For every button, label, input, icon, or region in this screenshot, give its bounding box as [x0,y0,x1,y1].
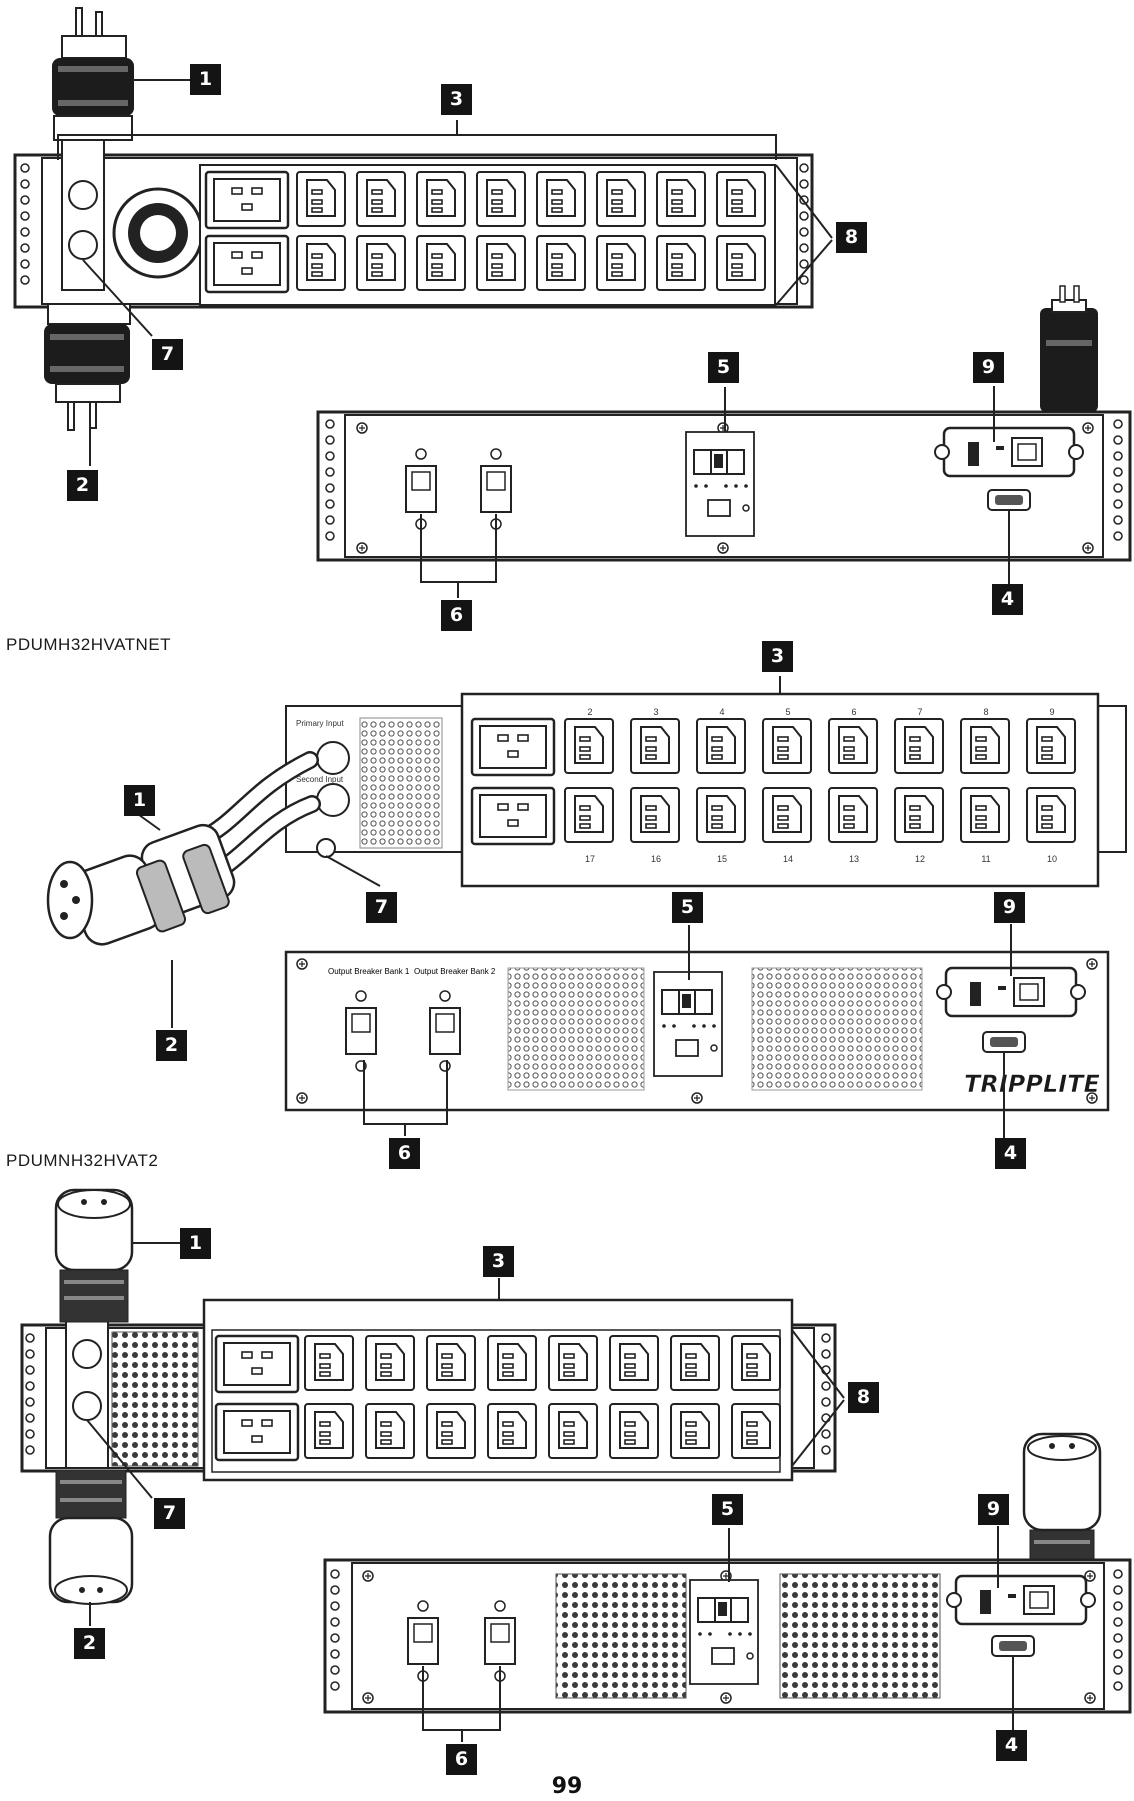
breaker-1-label: Output Breaker Bank 1 [328,967,410,976]
callout-5: 5 [708,352,739,383]
page-number: 99 [551,1774,583,1799]
unit3-front-panel [20,1298,837,1482]
callout-5: 5 [672,892,703,923]
unit3-rear-panel [323,1558,1132,1714]
outlet-label: 10 [1047,854,1057,864]
outlet-label: 11 [981,854,990,864]
callout-4: 4 [996,1730,1027,1761]
outlet-label: 17 [585,854,595,864]
callout-6: 6 [441,600,472,631]
callout-9: 9 [994,892,1025,923]
outlet-label: 15 [717,854,727,864]
callout-6: 6 [446,1744,477,1775]
outlet-label: 2 [587,707,592,717]
outlet-label: 16 [651,854,661,864]
unit1-leader-lines [57,79,1010,598]
unit3-iec-plugs [48,1188,1102,1605]
callout-4: 4 [992,584,1023,615]
callout-2: 2 [74,1628,105,1659]
callout-9: 9 [978,1494,1009,1525]
unit1-front-panel [13,129,814,309]
outlet-label: 8 [983,707,988,717]
model-label-1: PDUMH32HVATNET [6,635,172,654]
callout-1: 1 [124,785,155,816]
callout-3: 3 [483,1246,514,1277]
outlet-label: 9 [1049,707,1054,717]
unit2-outlet-numbers: 2 3 4 5 6 7 8 9 17 16 15 14 13 12 11 10 … [296,707,1057,864]
secondary-input-label: Second Input [296,775,344,784]
unit2-iec-plugs [46,751,321,946]
callout-7: 7 [154,1498,185,1529]
outlet-label: 13 [849,854,859,864]
unit1-primary-plug [52,7,134,141]
breaker-2-label: Output Breaker Bank 2 [414,967,496,976]
callout-3: 3 [762,641,793,672]
outlet-label: 7 [917,707,922,717]
callout-2: 2 [67,470,98,501]
outlet-label: 3 [653,707,658,717]
callout-1: 1 [190,64,221,95]
unit1-secondary-plug [44,303,131,431]
callout-9: 9 [973,352,1004,383]
callout-6: 6 [389,1138,420,1169]
callout-2: 2 [156,1030,187,1061]
unit2-rear-panel: Output Breaker Bank 1 Output Breaker Ban… [284,950,1110,1112]
callout-5: 5 [712,1494,743,1525]
unit2-front-panel [285,692,1127,888]
unit2-leader-lines [134,676,1012,1138]
unit3-leader-lines [86,1242,1014,1742]
outlet-label: 5 [785,707,790,717]
callout-7: 7 [366,892,397,923]
outlet-label: 12 [915,854,925,864]
callout-1: 1 [180,1228,211,1259]
callout-8: 8 [848,1382,879,1413]
callout-8: 8 [836,222,867,253]
callout-7: 7 [152,339,183,370]
outlet-label: 14 [783,854,793,864]
model-label-2: PDUMNH32HVAT2 [6,1151,159,1170]
outlet-label: 6 [851,707,856,717]
callout-3: 3 [441,84,472,115]
callout-4: 4 [995,1138,1026,1169]
tripplite-logo: TRIPPLITE [964,1070,1101,1098]
outlet-label: 4 [719,707,724,717]
primary-input-label: Primary Input [296,719,344,728]
